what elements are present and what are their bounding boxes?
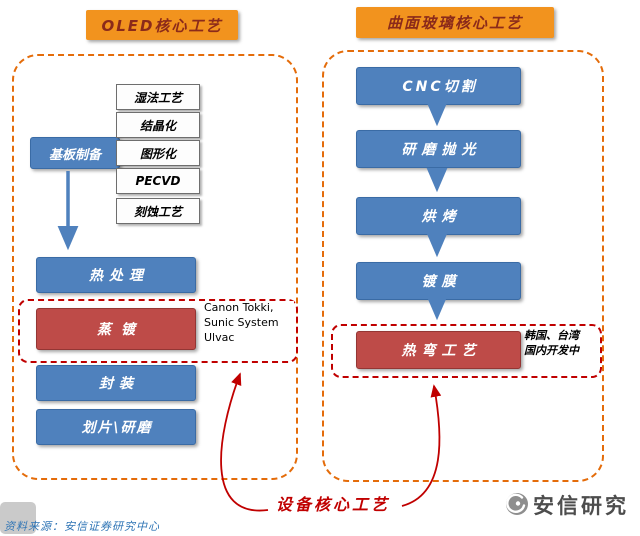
hot-bending-region-note: 韩国、台湾 国内开发中 <box>524 329 579 357</box>
anxin-research-logo-text: 安信研究 <box>533 494 629 518</box>
substep-patterning: 图形化 <box>116 140 200 166</box>
step-hot-bending: 热弯工艺 <box>356 331 521 369</box>
step-packaging: 封装 <box>36 365 196 401</box>
evaporation-highlight-border <box>18 299 298 363</box>
substep-wet-process: 湿法工艺 <box>116 84 200 110</box>
oled-process-group-border <box>12 54 298 480</box>
step-baking: 烘烤 <box>356 197 521 235</box>
step-heat-treatment: 热处理 <box>36 257 196 293</box>
equipment-core-process-label: 设备核心工艺 <box>275 495 390 514</box>
substep-pecvd: PECVD <box>116 168 200 194</box>
anxin-research-logo-icon <box>506 493 528 515</box>
step-substrate-prep: 基板制备 <box>30 137 120 169</box>
step-coating: 镀膜 <box>356 262 521 300</box>
step-dicing-grinding: 划片\研磨 <box>36 409 196 445</box>
source-note: 资料来源：安信证券研究中心 <box>4 520 160 533</box>
substep-etching: 刻蚀工艺 <box>116 198 200 224</box>
step-cnc-cutting: CNC切割 <box>356 67 521 105</box>
step-evaporation: 蒸镀 <box>36 308 196 350</box>
hot-bending-highlight-border <box>331 324 602 378</box>
curved-glass-group-border <box>322 50 604 482</box>
curved-glass-header: 曲面玻璃核心工艺 <box>356 7 554 38</box>
oled-header: OLED核心工艺 <box>86 10 238 40</box>
step-grinding-polishing: 研磨抛光 <box>356 130 521 168</box>
evaporation-vendors-note: Canon Tokki, Sunic System Ulvac <box>204 301 294 357</box>
watermark <box>0 502 36 534</box>
substep-crystallization: 结晶化 <box>116 112 200 138</box>
